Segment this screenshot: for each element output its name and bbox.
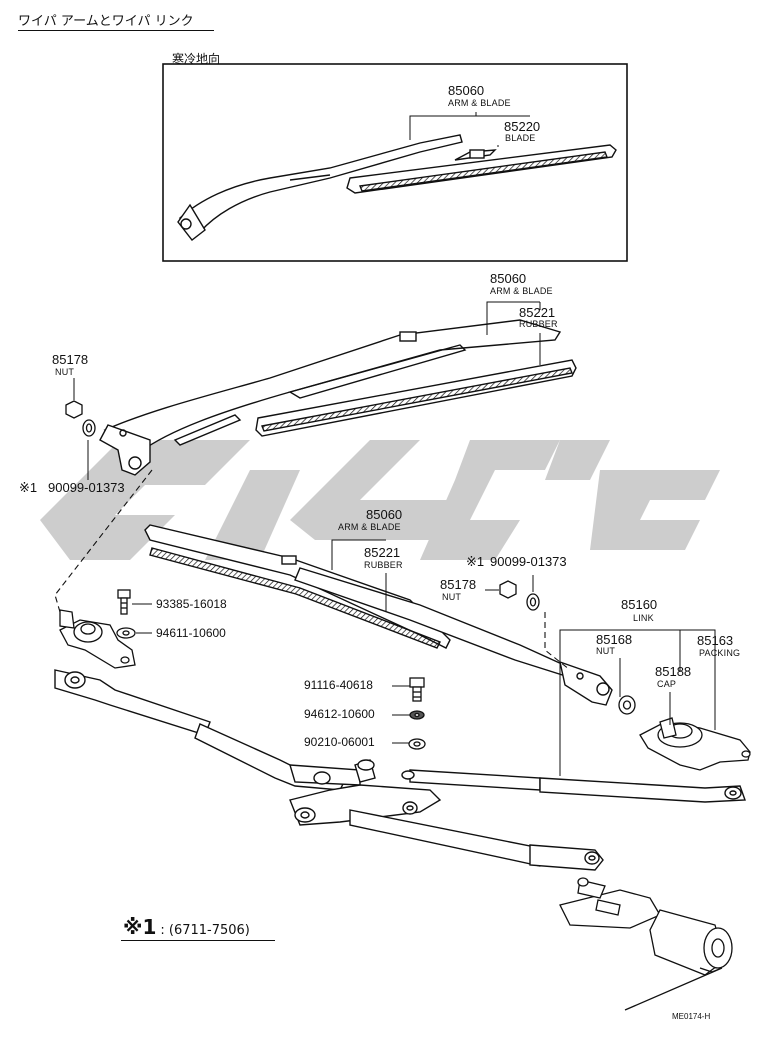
footnote-mark: ※1 bbox=[123, 915, 157, 939]
title-underline bbox=[18, 30, 214, 31]
inset-blade-name: BLADE bbox=[505, 133, 536, 143]
left-bolt-and-washer bbox=[116, 589, 136, 639]
middle-washer-part: 90099-01373 bbox=[490, 554, 567, 569]
upper-rubber-part: 85221 bbox=[519, 305, 556, 320]
middle-nut-name: NUT bbox=[442, 592, 462, 602]
right-leaders bbox=[559, 629, 716, 776]
link-packing-part: 85163 bbox=[697, 633, 734, 648]
upper-rubber-name: RUBBER bbox=[519, 319, 558, 329]
upper-arm-blade-name: ARM & BLADE bbox=[490, 286, 553, 296]
inset-leaders bbox=[409, 112, 530, 147]
inset-blade-part: 85220 bbox=[504, 119, 541, 134]
middle-washer-mark: ※1 bbox=[466, 554, 485, 569]
upper-nut-part: 85178 bbox=[52, 352, 89, 367]
linkage-washer3-part: 90210-06001 bbox=[304, 735, 375, 749]
linkage-bolt1-part: 93385-16018 bbox=[156, 597, 227, 611]
center-leaders bbox=[392, 685, 410, 744]
left-leaders bbox=[132, 603, 152, 634]
middle-rubber-part: 85221 bbox=[364, 545, 401, 560]
wiper-motor bbox=[559, 877, 733, 1011]
link-nut-part: 85168 bbox=[596, 632, 633, 647]
inset-arm-blade-name: ARM & BLADE bbox=[448, 98, 511, 108]
inset-blade bbox=[346, 144, 617, 194]
linkage-rods bbox=[54, 669, 746, 871]
right-pivot bbox=[618, 695, 751, 771]
middle-nut-part: 85178 bbox=[440, 577, 477, 592]
link-packing-name: PACKING bbox=[699, 648, 741, 658]
middle-leaders bbox=[331, 539, 534, 612]
middle-nut-and-washer bbox=[499, 580, 540, 611]
middle-dashed-axis bbox=[544, 612, 571, 671]
diagram-code: ME0174-H bbox=[672, 1012, 711, 1021]
middle-rubber-name: RUBBER bbox=[364, 560, 403, 570]
middle-blade bbox=[144, 524, 451, 649]
inset-arm-blade-part: 85060 bbox=[448, 83, 485, 98]
upper-washer-mark: ※1 bbox=[19, 480, 38, 495]
middle-arm-blade-part: 85060 bbox=[366, 507, 403, 522]
link-nut-name: NUT bbox=[596, 646, 616, 656]
link-cap-part: 85188 bbox=[655, 664, 692, 679]
footnote-text: : (6711-7506) bbox=[160, 923, 250, 938]
upper-nut-and-washer bbox=[65, 400, 96, 437]
link-cap-name: CAP bbox=[657, 679, 677, 689]
link-part: 85160 bbox=[621, 597, 658, 612]
middle-arm-blade-name: ARM & BLADE bbox=[338, 522, 401, 532]
upper-washer-part: 90099-01373 bbox=[48, 480, 125, 495]
inset-arm-blade bbox=[177, 134, 463, 241]
linkage-washer1-part: 94611-10600 bbox=[156, 626, 226, 640]
middle-arm bbox=[294, 567, 613, 706]
upper-nut-name: NUT bbox=[55, 367, 75, 377]
upper-rubber bbox=[255, 359, 577, 437]
watermark-logo bbox=[40, 440, 720, 560]
upper-arm-blade bbox=[99, 319, 562, 476]
linkage-washer2-part: 94612-10600 bbox=[304, 707, 375, 721]
upper-arm-blade-part: 85060 bbox=[490, 271, 527, 286]
footnote: ※1: (6711-7506) bbox=[123, 915, 250, 939]
center-bolt-and-washers bbox=[408, 677, 426, 750]
inset-frame bbox=[162, 63, 628, 262]
page-title: ワイパ アームとワイパ リンク bbox=[18, 14, 194, 29]
link-name: LINK bbox=[633, 613, 654, 623]
upper-leaders bbox=[73, 301, 541, 480]
upper-dashed-axis bbox=[54, 469, 153, 613]
linkage-bolt2-part: 91116-40618 bbox=[304, 678, 373, 692]
left-pivot bbox=[59, 609, 136, 669]
footnote-underline bbox=[121, 940, 275, 941]
inset-title: 寒冷地向 bbox=[172, 52, 221, 66]
